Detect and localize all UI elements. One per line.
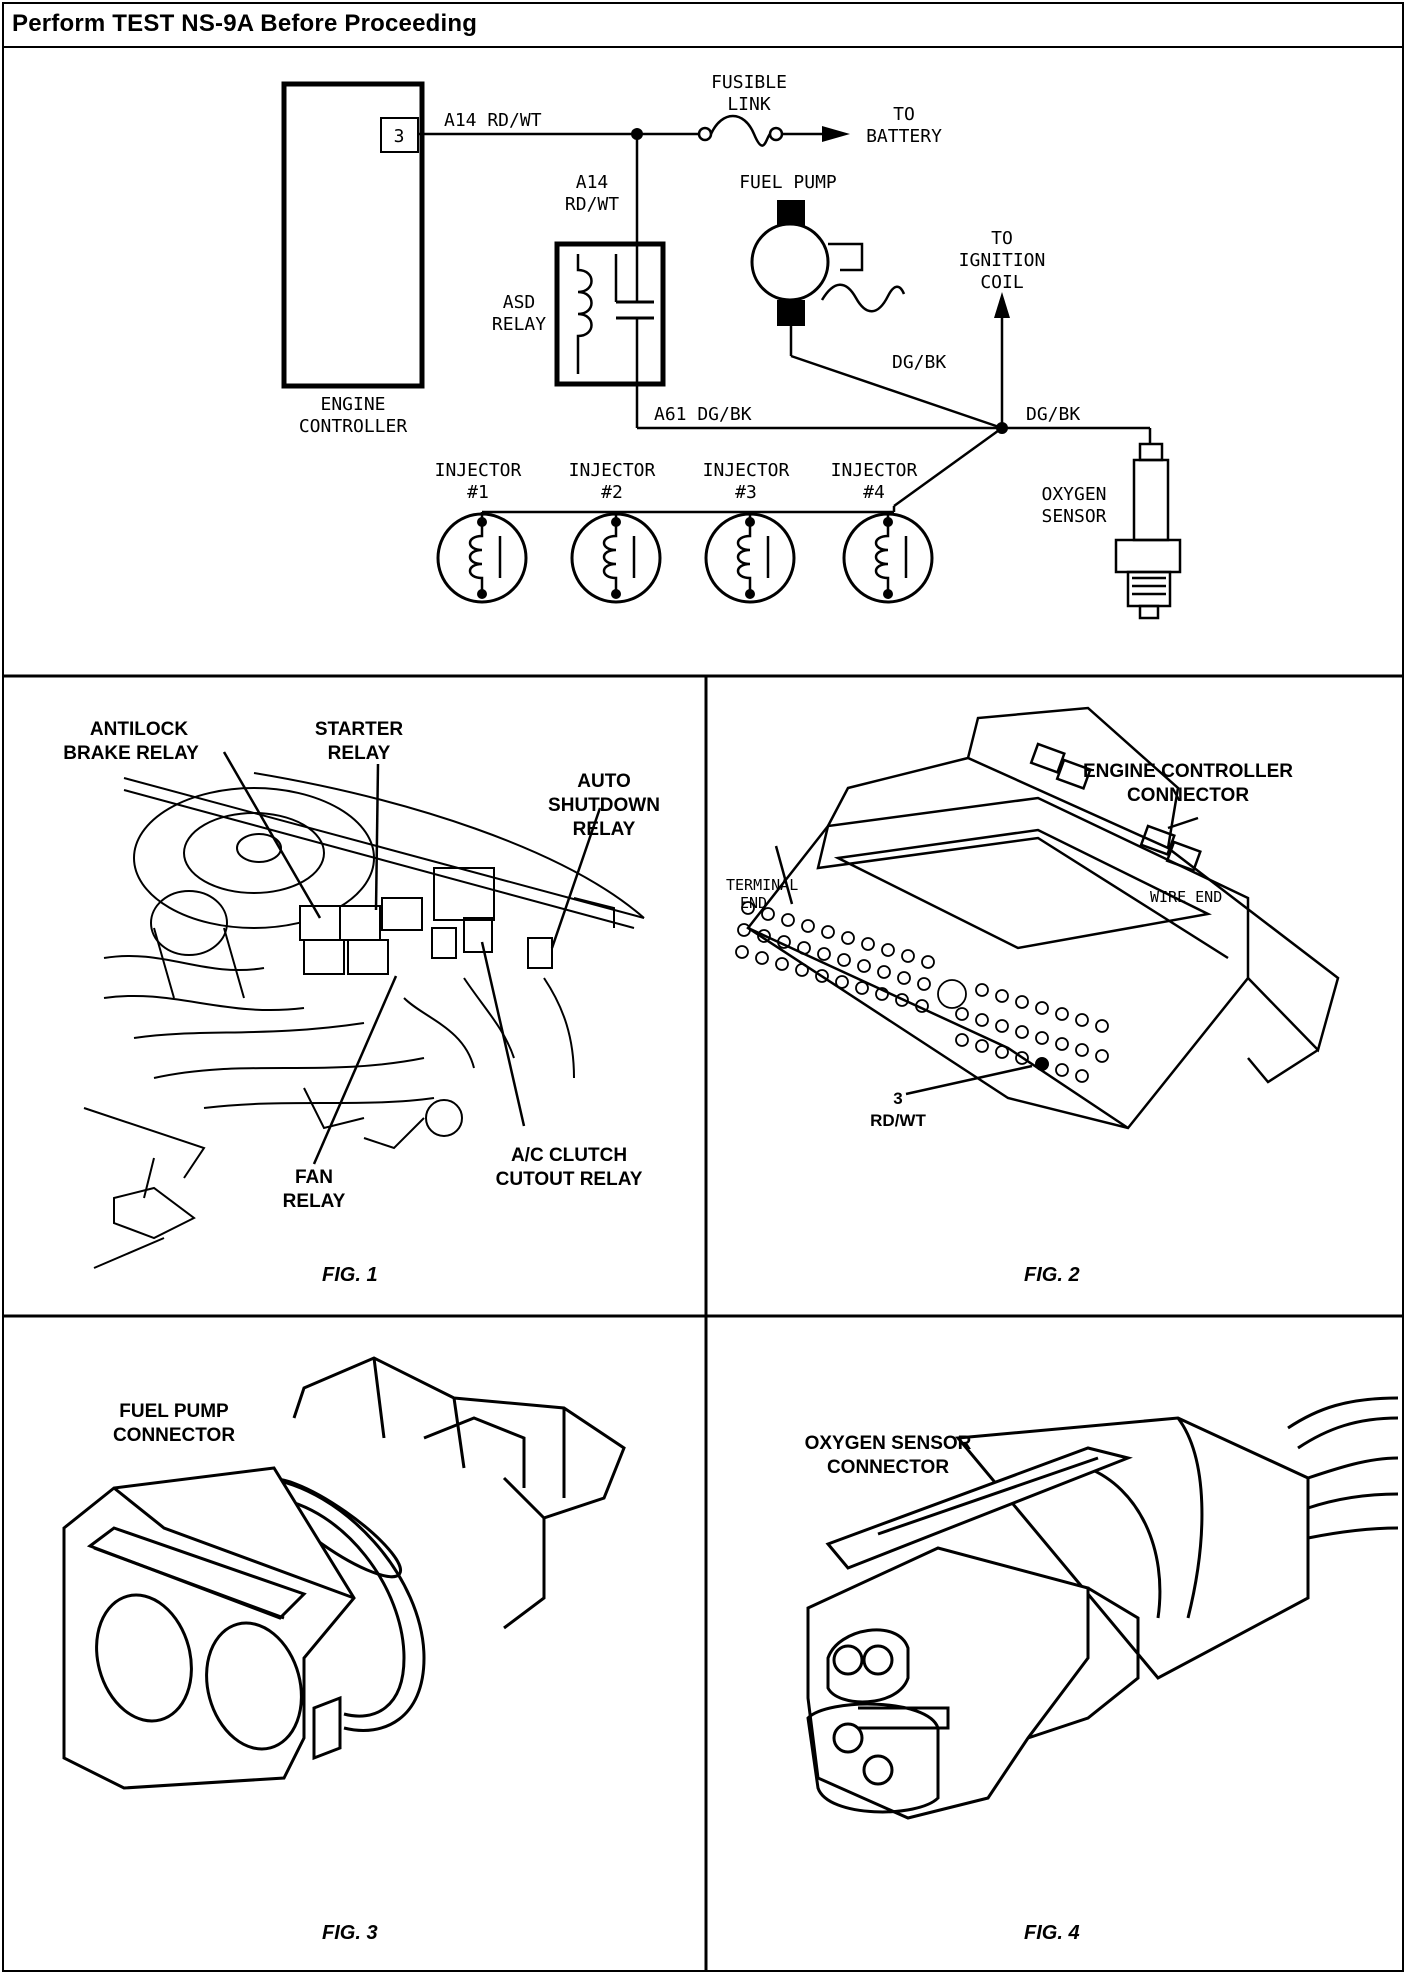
- fig1-ac-clutch-label: A/C CLUTCH CUTOUT RELAY: [495, 1145, 643, 1190]
- injector-2-label: INJECTOR: [569, 460, 656, 481]
- fig2-connector-illustration: [735, 706, 1340, 1130]
- controller-pin-number: 3: [394, 126, 405, 147]
- fuel-pump-icon: [750, 222, 830, 302]
- wire-a14-vertical-label-1: A14: [576, 172, 609, 193]
- fusible-label-1: FUSIBLE: [711, 72, 787, 93]
- injector-1-label: INJECTOR: [435, 460, 522, 481]
- wire-a14-top-label: A14 RD/WT: [444, 110, 542, 131]
- injector-1: [436, 512, 528, 604]
- injector-1-number: #1: [467, 482, 489, 503]
- fig2-panel: ENGINE CONTROLLER CONNECTOR TERMINAL END…: [708, 678, 1402, 1314]
- injector-3-label: INJECTOR: [703, 460, 790, 481]
- wire-pump-label: DG/BK: [892, 352, 946, 373]
- fig1-starter-label: STARTER RELAY: [314, 719, 404, 764]
- wiring-schematic: 3 ENGINE CONTROLLER A14 RD/WT FUSIBLE LI…: [4, 48, 1402, 678]
- to-ignition-label-1: TO: [991, 228, 1013, 249]
- oxygen-sensor-label-2: SENSOR: [1041, 506, 1106, 527]
- fig1-antilock-label: ANTILOCK BRAKE RELAY: [63, 719, 199, 764]
- wire-a61-label: A61 DG/BK: [654, 404, 752, 425]
- fig2-pin-label: 3 RD/WT: [870, 1089, 926, 1130]
- injector-2-number: #2: [601, 482, 623, 503]
- fusible-terminal-left: [697, 126, 713, 142]
- fig4-caption: FIG. 4: [1024, 1922, 1080, 1944]
- fig3-caption: FIG. 3: [322, 1922, 378, 1944]
- fig4-title: OXYGEN SENSOR CONNECTOR: [804, 1433, 972, 1478]
- engine-controller-label-1: ENGINE: [320, 394, 385, 415]
- page-header: Perform TEST NS-9A Before Proceeding: [4, 4, 1402, 48]
- controller-pin-box: [380, 117, 419, 153]
- fusible-label-2: LINK: [727, 94, 771, 115]
- oxygen-sensor-label-1: OXYGEN: [1041, 484, 1106, 505]
- to-battery-label-1: TO: [893, 104, 915, 125]
- injector-4-number: #4: [863, 482, 885, 503]
- asd-relay-label-2: RELAY: [492, 314, 546, 335]
- schematic-svg: 3 ENGINE CONTROLLER A14 RD/WT FUSIBLE LI…: [281, 72, 1182, 620]
- injector-3: [704, 512, 796, 604]
- fig3-fuel-pump-connector-illustration: [62, 1356, 626, 1790]
- fig1-leader-lines: [222, 751, 602, 1165]
- wire-a14-vertical-label-2: RD/WT: [565, 194, 619, 215]
- fig2-terminal-end-label: TERMINAL END: [726, 876, 799, 912]
- to-battery-label-2: BATTERY: [866, 126, 942, 147]
- fig1-fan-label: FAN RELAY: [282, 1167, 346, 1212]
- header-title: Perform TEST NS-9A Before Proceeding: [12, 10, 478, 37]
- ignition-arrow: [994, 292, 1010, 318]
- fig1-panel: ANTILOCK BRAKE RELAY STARTER RELAY AUTO …: [4, 678, 704, 1314]
- fig2-title: ENGINE CONTROLLER CONNECTOR: [1082, 761, 1294, 806]
- fig1-caption: FIG. 1: [322, 1264, 378, 1286]
- fig4-panel: OXYGEN SENSOR CONNECTOR FIG. 4: [708, 1318, 1402, 1970]
- asd-relay-coil-icon: [576, 254, 593, 374]
- engine-controller-label-2: CONTROLLER: [299, 416, 408, 437]
- injector-3-number: #3: [735, 482, 757, 503]
- fig1-auto-shutdown-label: AUTO SHUTDOWN RELAY: [548, 771, 660, 840]
- fuel-pump-top-cap: [777, 200, 805, 226]
- fig4-oxygen-sensor-connector-illustration: [806, 1396, 1399, 1820]
- fusible-terminal-right: [768, 126, 784, 142]
- fig3-title: FUEL PUMP CONNECTOR: [112, 1401, 236, 1446]
- fuel-pump-ground-wire: [820, 283, 906, 313]
- asd-relay-box: [554, 241, 666, 387]
- asd-relay-label-1: ASD: [503, 292, 536, 313]
- fig2-caption: FIG. 2: [1024, 1264, 1080, 1286]
- wire-o2-label: DG/BK: [1026, 404, 1080, 425]
- wire-injector-feed: [893, 426, 1003, 508]
- fig1-engine-bay-illustration: [83, 772, 645, 1269]
- to-ignition-label-3: COIL: [980, 272, 1024, 293]
- injector-4-label: INJECTOR: [831, 460, 918, 481]
- wire-pump-dgbk: [790, 354, 1003, 430]
- connector-pin-rows: [735, 901, 1109, 1083]
- pin-3-highlight: [1035, 1057, 1049, 1071]
- injector-4: [842, 512, 934, 604]
- fusible-link-symbol: [709, 114, 772, 147]
- fig2-wire-end-label: WIRE END: [1150, 888, 1223, 906]
- oxygen-sensor-icon: [1114, 442, 1182, 620]
- engine-controller-box: [281, 81, 425, 389]
- fuel-pump-label: FUEL PUMP: [739, 172, 837, 193]
- to-ignition-label-2: IGNITION: [959, 250, 1046, 271]
- fuel-pump-bottom-cap: [777, 300, 805, 326]
- injector-2: [570, 512, 662, 604]
- fig3-panel: FUEL PUMP CONNECTOR FIG. 3: [4, 1318, 704, 1970]
- battery-arrow: [822, 126, 850, 142]
